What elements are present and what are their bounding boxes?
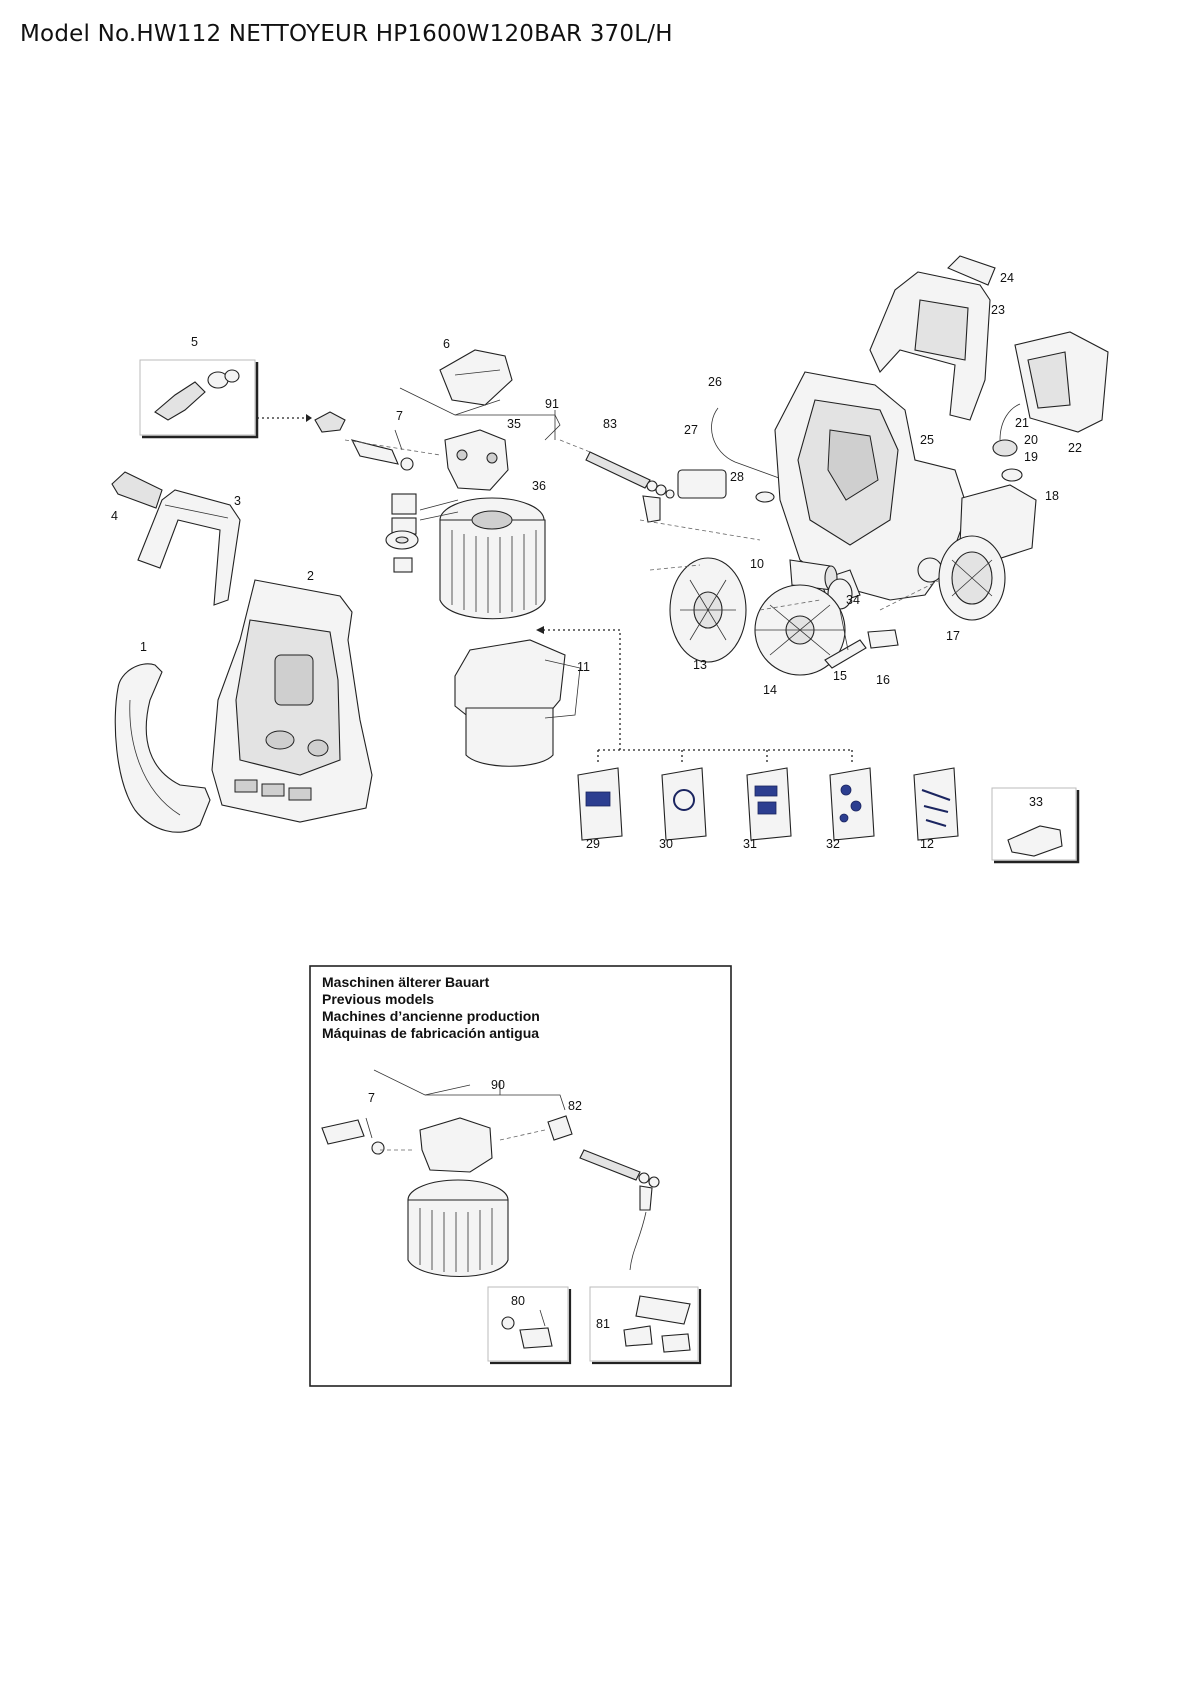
accessory-bag-32 <box>829 767 875 841</box>
part-motor-housing <box>454 639 581 767</box>
callout: 91 <box>545 397 559 411</box>
part-switch-27 <box>677 469 727 499</box>
part-shaft-assembly <box>585 451 675 523</box>
callout: 25 <box>920 433 934 447</box>
callout: 5 <box>191 335 198 349</box>
part-front-frame <box>211 579 373 823</box>
callout: 15 <box>833 669 847 683</box>
part-tank-cap-19 <box>1001 468 1023 482</box>
part-top-cover <box>439 349 513 406</box>
callout: 83 <box>603 417 617 431</box>
callout: 24 <box>1000 271 1014 285</box>
part-inlet-fitting <box>314 411 414 471</box>
previous-models-heading-de: Maschinen älterer Bauart <box>322 974 490 990</box>
callout: 28 <box>730 470 744 484</box>
callout: 21 <box>1015 416 1029 430</box>
callout: 35 <box>507 417 521 431</box>
previous-models-box: Maschinen älterer Bauart Previous models… <box>309 965 732 1387</box>
callout: 26 <box>708 375 722 389</box>
part-clip-28 <box>755 491 775 503</box>
callout: 23 <box>991 303 1005 317</box>
callout-labels: 1 2 3 4 5 6 7 91 35 83 36 26 27 28 24 23… <box>111 271 1082 851</box>
part-motor <box>439 497 546 620</box>
part-top-cap <box>947 255 996 286</box>
callout: 17 <box>946 629 960 643</box>
part-grip <box>111 471 163 509</box>
callout: 29 <box>586 837 600 851</box>
callout: 12 <box>920 837 934 851</box>
part-crank-15 <box>824 609 867 669</box>
callout: 19 <box>1024 450 1038 464</box>
callout: 6 <box>443 337 450 351</box>
part-handle <box>137 489 241 606</box>
previous-models-heading-es: Máquinas de fabricación antigua <box>322 1025 539 1041</box>
part-detergent-bracket <box>1014 331 1109 433</box>
callout: 30 <box>659 837 673 851</box>
callout: 34 <box>846 593 860 607</box>
previous-models-heading-en: Previous models <box>322 991 434 1007</box>
part-main-body <box>774 371 969 606</box>
old-callout: 90 <box>491 1078 505 1092</box>
callout: 11 <box>577 660 590 674</box>
old-callout: 82 <box>568 1099 582 1113</box>
part-seal-kits <box>385 493 459 573</box>
part-hose-connector-inset <box>139 359 259 439</box>
callout: 1 <box>140 640 147 654</box>
callout: 2 <box>307 569 314 583</box>
page-title: Model No.HW112 NETTOYEUR HP1600W120BAR 3… <box>20 21 673 47</box>
callout: 10 <box>750 557 764 571</box>
accessory-bag-30 <box>661 767 707 841</box>
part-nozzle-inset <box>991 787 1080 864</box>
part-reel-disc-13 <box>669 557 747 663</box>
accessory-bag-12 <box>913 767 959 841</box>
part-reel-disc-14 <box>754 584 846 676</box>
callout: 18 <box>1045 489 1059 503</box>
old-callout: 7 <box>368 1091 375 1105</box>
callout: 27 <box>684 423 698 437</box>
callout: 7 <box>396 409 403 423</box>
part-tank-cap-20 <box>992 439 1018 457</box>
part-tube-21 <box>999 403 1021 441</box>
callout: 36 <box>532 479 546 493</box>
callout: 4 <box>111 509 118 523</box>
callout: 16 <box>876 673 890 687</box>
part-pump-head <box>444 429 509 491</box>
callout: 33 <box>1029 795 1043 809</box>
callout: 14 <box>763 683 777 697</box>
callout: 22 <box>1068 441 1082 455</box>
leader-lines <box>257 387 941 762</box>
previous-models-heading-fr: Machines d’ancienne production <box>322 1008 540 1024</box>
accessory-bag-29 <box>577 767 623 841</box>
old-callout: 80 <box>511 1294 525 1308</box>
part-wheel <box>938 535 1006 621</box>
part-rear-frame <box>869 271 991 421</box>
part-knob-16 <box>867 629 899 649</box>
part-cable-26 <box>711 407 791 483</box>
callout: 20 <box>1024 433 1038 447</box>
callout: 13 <box>693 658 707 672</box>
accessory-bag-31 <box>746 767 792 841</box>
callout: 32 <box>826 837 840 851</box>
callout: 31 <box>743 837 757 851</box>
part-side-cover <box>114 663 211 833</box>
callout: 3 <box>234 494 241 508</box>
old-callout: 81 <box>596 1317 610 1331</box>
